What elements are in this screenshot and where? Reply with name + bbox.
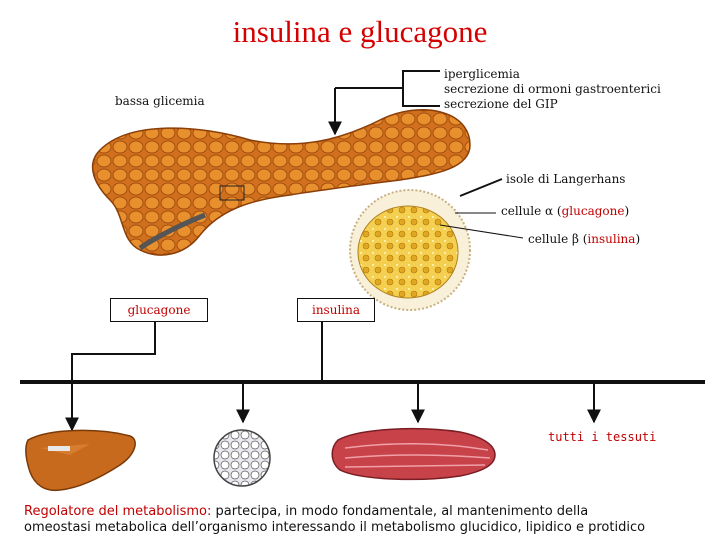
description: Regolatore del metabolismo: partecipa, i…: [24, 504, 714, 536]
muscle-fibers: [344, 442, 491, 468]
beta-paren: ): [635, 232, 641, 246]
page-title: insulina e glucagone: [232, 14, 488, 49]
description-lead: Regolatore del metabolismo:: [24, 504, 212, 519]
description-line-2: omeostasi metabolica dell’organismo inte…: [24, 520, 646, 535]
beta-prefix: cellule β (: [528, 232, 588, 246]
liver-illustration: [25, 429, 136, 492]
hyper-bracket: [402, 70, 440, 107]
pancreas-illustration: [91, 109, 471, 256]
islet-illustration: [357, 205, 459, 299]
all-tissues-label: tutti i tessuti: [548, 430, 657, 444]
islets-leader: [459, 178, 503, 197]
muscle-illustration: [331, 427, 496, 481]
low-glycemia-label: bassa glicemia: [115, 94, 205, 108]
beta-hormone: insulina: [587, 232, 636, 246]
liver-gallbladder: [48, 446, 70, 451]
pancreatic-duct: [138, 212, 206, 251]
beta-leader: [439, 224, 524, 239]
islets-label: isole di Langerhans: [506, 172, 626, 186]
hyperglycemia-label: iperglicemia secrezione di ormoni gastro…: [444, 67, 661, 112]
hyper-line-1: iperglicemia: [444, 67, 520, 81]
glucagon-connector: [65, 322, 156, 432]
hyper-line-2: secrezione di ormoni gastroenterici: [444, 82, 661, 96]
alpha-cells-label: cellule α (glucagone): [501, 204, 629, 218]
adipose-illustration: [213, 429, 271, 487]
alpha-paren: ): [624, 204, 630, 218]
alpha-prefix: cellule α (: [501, 204, 562, 218]
hyper-line-3: secrezione del GIP: [444, 97, 558, 111]
alpha-hormone: glucagone: [561, 204, 625, 218]
islet-location-marker: [219, 185, 245, 201]
description-line-1: Regolatore del metabolismo: partecipa, i…: [24, 504, 714, 520]
glucagon-box: glucagone: [110, 298, 208, 322]
description-rest: partecipa, in modo fondamentale, al mant…: [211, 504, 589, 519]
insulin-box: insulina: [297, 298, 375, 322]
beta-cells-label: cellule β (insulina): [528, 232, 640, 246]
